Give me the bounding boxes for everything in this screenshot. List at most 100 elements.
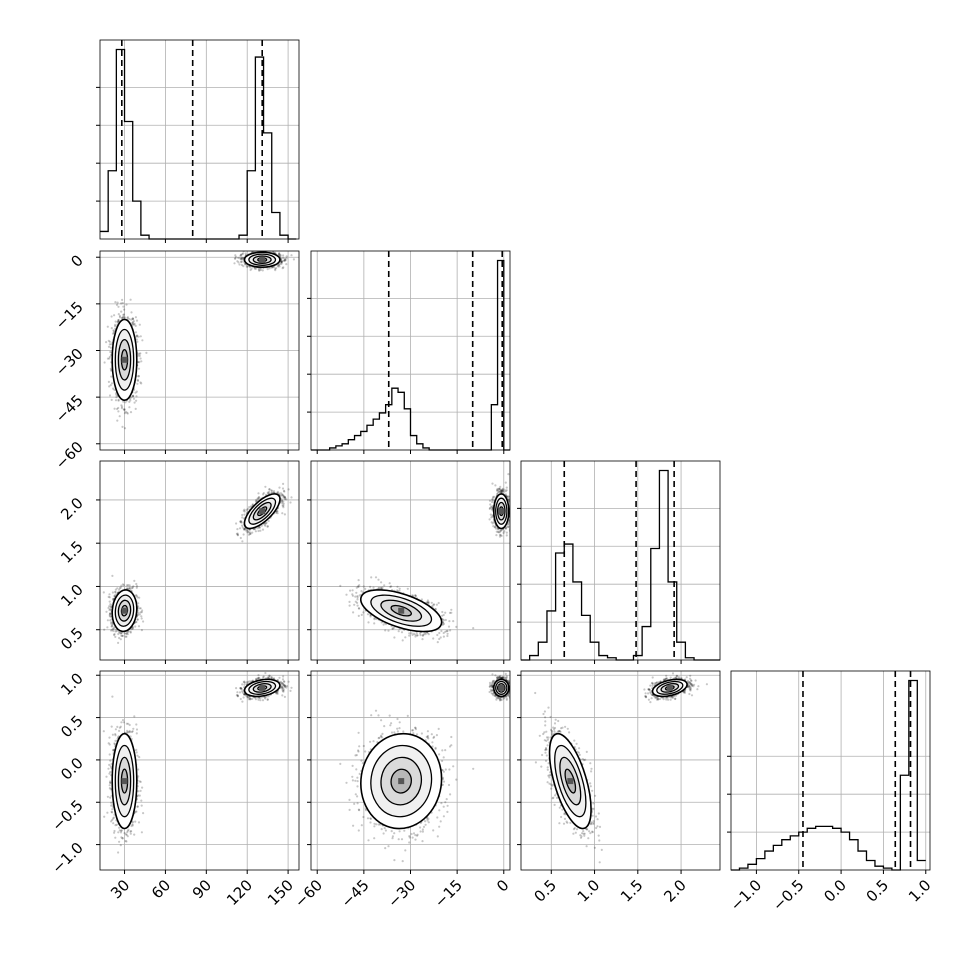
sample-point: [233, 262, 235, 264]
sample-point: [136, 335, 138, 337]
sample-point: [247, 248, 249, 250]
histogram-panel-3: [727, 671, 930, 870]
sample-point: [138, 375, 140, 377]
sample-point: [113, 633, 115, 635]
sample-point: [135, 331, 137, 333]
sample-point: [138, 597, 140, 599]
sample-point: [117, 306, 119, 308]
sample-point: [114, 630, 116, 632]
sample-point: [126, 412, 128, 414]
sample-point: [243, 514, 245, 516]
sample-point: [137, 602, 139, 604]
sample-point: [119, 415, 121, 417]
sample-point: [104, 361, 106, 363]
sample-point: [116, 408, 118, 410]
sample-point: [108, 381, 110, 383]
sample-point: [241, 525, 243, 527]
sample-point: [281, 499, 283, 501]
density-peak: [122, 357, 128, 363]
sample-point: [120, 638, 122, 640]
sample-point: [119, 632, 121, 634]
sample-point: [269, 267, 271, 269]
sample-point: [282, 483, 284, 485]
sample-point: [282, 257, 284, 259]
sample-point: [267, 526, 269, 528]
sample-point: [122, 314, 124, 316]
sample-point: [140, 357, 142, 359]
sample-point: [132, 318, 134, 320]
sample-point: [125, 636, 127, 638]
sample-point: [288, 488, 290, 490]
sample-point: [108, 609, 110, 611]
sample-point: [277, 265, 279, 267]
sample-point: [135, 583, 137, 585]
sample-point: [282, 254, 284, 256]
sample-point: [236, 260, 238, 262]
sample-point: [275, 267, 277, 269]
sample-point: [284, 259, 286, 261]
sample-point: [278, 487, 280, 489]
sample-point: [107, 619, 109, 621]
density-peak: [259, 257, 265, 263]
sample-point: [115, 321, 117, 323]
sample-point: [240, 247, 242, 249]
sample-point: [141, 617, 143, 619]
sample-point: [122, 302, 124, 304]
sample-point: [130, 311, 132, 313]
sample-point: [117, 410, 119, 412]
sample-point: [264, 486, 266, 488]
sample-point: [136, 383, 138, 385]
sample-point: [114, 408, 116, 410]
sample-point: [141, 339, 143, 341]
histogram-panel-0: [96, 40, 299, 239]
panel-background: [521, 461, 720, 660]
sample-point: [121, 426, 123, 428]
sample-point: [109, 341, 111, 343]
sample-point: [109, 394, 111, 396]
sample-point: [255, 530, 257, 532]
sample-point: [140, 335, 142, 337]
sample-point: [130, 299, 132, 301]
sample-point: [262, 529, 264, 531]
sample-point: [121, 299, 123, 301]
sample-point: [286, 255, 288, 257]
sample-point: [289, 501, 291, 503]
sample-point: [119, 315, 121, 317]
sample-point: [293, 258, 295, 260]
sample-point: [127, 584, 129, 586]
sample-point: [136, 619, 138, 621]
sample-point: [111, 575, 113, 577]
sample-point: [136, 341, 138, 343]
sample-point: [114, 591, 116, 593]
sample-point: [267, 268, 269, 270]
sample-point: [130, 411, 132, 413]
sample-point: [121, 317, 123, 319]
sample-point: [136, 320, 138, 322]
sample-point: [122, 306, 124, 308]
sample-point: [124, 408, 126, 410]
sample-point: [124, 427, 126, 429]
sample-point: [248, 534, 250, 536]
sample-point: [127, 316, 129, 318]
sample-point: [133, 398, 135, 400]
sample-point: [240, 254, 242, 256]
sample-point: [135, 408, 137, 410]
sample-point: [110, 368, 112, 370]
sample-point: [140, 615, 142, 617]
sample-point: [134, 402, 136, 404]
sample-point: [120, 635, 122, 637]
sample-point: [140, 382, 142, 384]
sample-point: [281, 261, 283, 263]
sample-point: [250, 269, 252, 271]
sample-point: [246, 266, 248, 268]
sample-point: [239, 527, 241, 529]
sample-point: [109, 596, 111, 598]
sample-point: [235, 522, 237, 524]
sample-point: [116, 420, 118, 422]
panel-background: [100, 40, 299, 239]
sample-point: [278, 243, 280, 245]
sample-point: [290, 254, 292, 256]
sample-point: [238, 263, 240, 265]
sample-point: [285, 263, 287, 265]
sample-point: [245, 530, 247, 532]
